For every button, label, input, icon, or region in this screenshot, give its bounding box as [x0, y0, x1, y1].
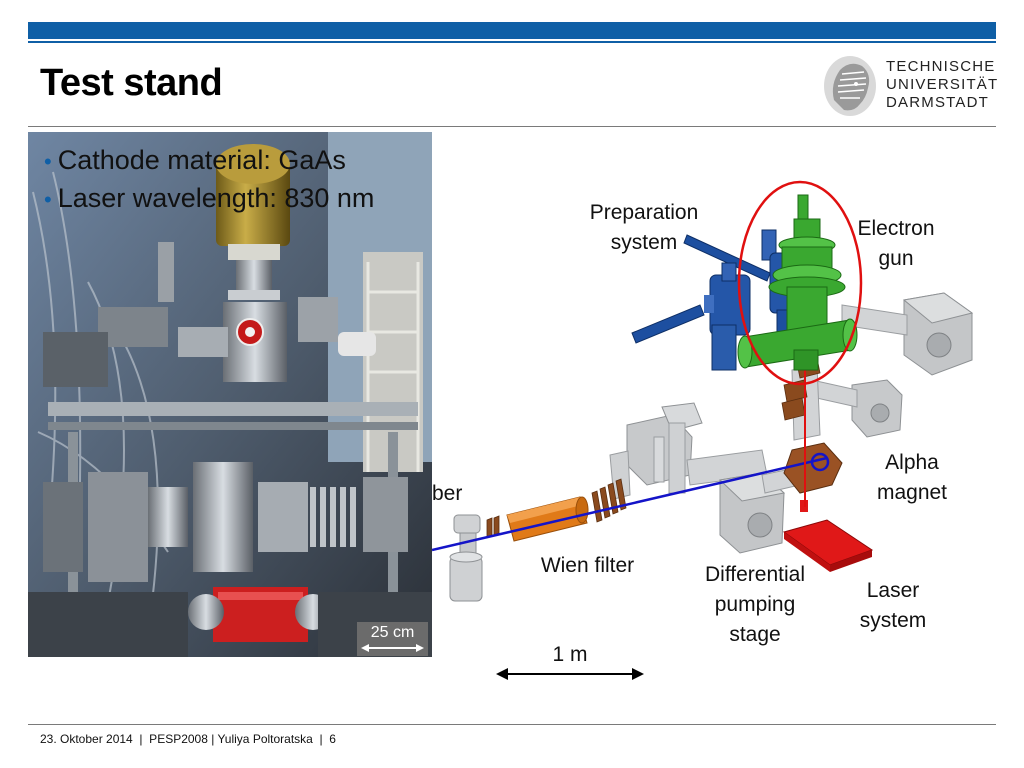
beam-bend-circle [810, 452, 830, 472]
photo-scale-label: 25 cm [370, 624, 415, 641]
highlight-ellipse [737, 180, 863, 386]
label-alpha-magnet: Alpha magnet [862, 448, 962, 508]
label-line: system [859, 609, 927, 632]
logo-line-2: UNIVERSITÄT [886, 76, 999, 93]
diagram-scale-label: 1 m [552, 643, 588, 666]
label-differential-pumping: Differential pumping stage [690, 560, 820, 650]
label-laser-system: Laser system [843, 576, 943, 636]
slide-footer: 23. Oktober 2014 | PESP2008 | Yuliya Pol… [40, 732, 336, 746]
diagram-scale-bar: 1 m [496, 643, 644, 683]
label-line: Preparation [589, 201, 699, 224]
header-bar [28, 22, 996, 39]
title-separator [28, 126, 996, 127]
wien-filter-device [506, 496, 589, 542]
photo-scale-bar: 25 cm [357, 622, 428, 656]
label-line: Electron [857, 217, 935, 240]
beamline-schematic [432, 180, 974, 602]
bellows-elements [486, 357, 821, 538]
bullet-text: Cathode material: GaAs [57, 145, 346, 175]
bullet-list: •Cathode material: GaAs •Laser wavelengt… [44, 142, 374, 218]
laser-system-device [782, 500, 874, 572]
slide-title: Test stand [40, 62, 223, 104]
bullet-icon: • [44, 187, 52, 212]
label-line: magnet [876, 481, 948, 504]
label-line: stage [729, 623, 781, 646]
label-line: Alpha [885, 451, 939, 474]
label-line: gun [878, 247, 914, 270]
label-chamber-partial: ber [432, 482, 463, 505]
bullet-item: •Cathode material: GaAs [44, 142, 374, 180]
bullet-icon: • [44, 149, 52, 174]
athena-head-icon [824, 56, 876, 116]
electron-gun-device [737, 194, 858, 371]
test-stand-photo [28, 132, 432, 657]
label-wien-filter: Wien filter [540, 554, 635, 577]
bullet-text: Laser wavelength: 830 nm [57, 183, 375, 213]
electron-beam-line [432, 456, 828, 552]
label-line: Laser [866, 579, 920, 602]
double-arrow-icon [361, 644, 424, 652]
tu-darmstadt-logo: TECHNISCHE UNIVERSITÄT DARMSTADT [806, 50, 998, 124]
footer-separator [28, 724, 996, 725]
label-line: pumping [714, 593, 796, 616]
vacuum-chambers [449, 292, 974, 602]
double-arrow-icon [496, 668, 644, 680]
logo-line-1: TECHNISCHE [886, 58, 996, 75]
label-preparation-system: Preparation system [574, 198, 714, 258]
label-electron-gun: Electron gun [850, 214, 942, 274]
bullet-item: •Laser wavelength: 830 nm [44, 180, 374, 218]
label-line: system [610, 231, 678, 254]
label-line: Differential [705, 563, 805, 586]
logo-line-3: DARMSTADT [886, 94, 990, 111]
header-line [28, 41, 996, 43]
university-name: TECHNISCHE UNIVERSITÄT DARMSTADT [886, 58, 998, 112]
